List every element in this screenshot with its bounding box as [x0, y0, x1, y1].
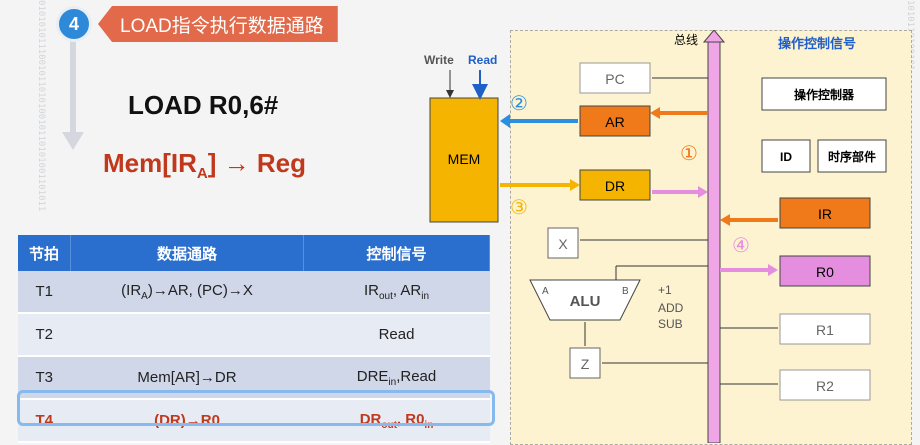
ir-label: IR — [818, 206, 832, 222]
r0-label: R0 — [816, 264, 834, 280]
col-header-signal: 控制信号 — [303, 235, 490, 271]
ctrl-unit-label: 操作控制器 — [794, 87, 855, 102]
step-marker-4: ④ — [732, 235, 750, 257]
datapath-diagram: MEM Write Read 总线 PC AR ② ① DR ③ X — [390, 30, 920, 445]
highlight-row-t4 — [17, 390, 495, 426]
cell-signal: Read — [303, 313, 490, 357]
ir-register — [779, 197, 871, 229]
bus-label: 总线 — [674, 33, 698, 47]
alu-add-label: ADD — [658, 301, 684, 315]
instruction-text: LOAD R0,6# — [128, 90, 279, 120]
cell-path — [70, 313, 304, 357]
cell-beat: T1 — [18, 271, 71, 314]
slide-number-badge: 4 — [56, 6, 92, 42]
step-marker-1: ① — [680, 143, 698, 165]
alu-a-label: A — [542, 286, 549, 297]
alu-label: ALU — [570, 293, 601, 310]
id-label: ID — [780, 150, 792, 164]
pc-label: PC — [605, 71, 624, 87]
timing-block — [817, 139, 887, 173]
write-label: Write — [424, 53, 454, 67]
table-row: T2 Read — [18, 313, 490, 357]
slide-title-bar: 4 LOAD指令执行数据通路 — [56, 6, 338, 42]
step-marker-2: ② — [510, 93, 528, 115]
r1-register — [779, 313, 871, 345]
ctrl-unit-block — [761, 77, 887, 111]
cell-path: (IRA)→AR, (PC)→X — [70, 271, 304, 314]
alu-plus1-label: +1 — [658, 283, 672, 297]
ar-register — [579, 105, 651, 137]
alu-block — [529, 279, 641, 321]
r2-register — [779, 369, 871, 401]
step-marker-3: ③ — [510, 197, 528, 219]
slide-title: LOAD指令执行数据通路 — [98, 6, 338, 42]
alu-b-label: B — [622, 286, 629, 297]
r1-label: R1 — [816, 322, 834, 338]
read-label: Read — [468, 53, 497, 67]
cell-beat: T4 — [18, 399, 71, 443]
timing-label: 时序部件 — [828, 149, 876, 164]
col-header-path: 数据通路 — [70, 235, 304, 271]
r2-label: R2 — [816, 378, 834, 394]
z-label: Z — [581, 356, 590, 372]
mem-block — [429, 97, 499, 223]
system-bus — [707, 39, 721, 443]
alu-sub-label: SUB — [658, 317, 683, 331]
mem-label: MEM — [448, 151, 481, 167]
x-label: X — [558, 236, 568, 252]
cell-signal: IRout, ARin — [303, 271, 490, 314]
ctrl-signals-label: 操作控制信号 — [778, 36, 856, 51]
z-register — [569, 347, 601, 379]
dr-label: DR — [605, 178, 625, 194]
cell-path: (DR)→R0 — [70, 399, 304, 443]
pc-register — [579, 62, 651, 94]
col-header-beat: 节拍 — [18, 235, 71, 271]
ar-label: AR — [605, 114, 624, 130]
binary-decoration: 010101011100101101010010110101001101011 — [36, 0, 46, 212]
decor-down-arrow-icon — [62, 40, 84, 150]
id-block — [761, 139, 811, 173]
cell-beat: T2 — [18, 313, 71, 357]
r0-register — [779, 255, 871, 287]
mem-expression: Mem[IRA] → Reg — [103, 148, 306, 183]
x-register — [547, 227, 579, 259]
cell-signal: DRout, R0in — [303, 399, 490, 443]
